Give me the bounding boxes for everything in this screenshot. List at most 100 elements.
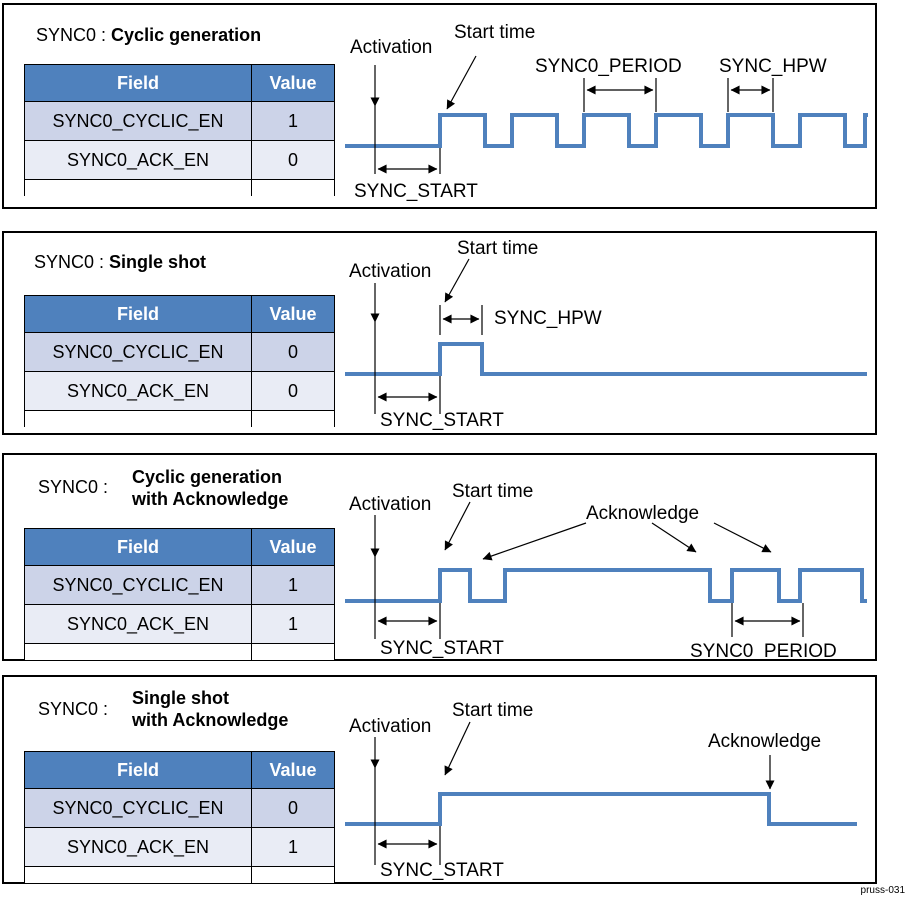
p2-field-value-table: Field Value SYNC0_CYCLIC_EN 0 SYNC0_ACK_… — [24, 295, 335, 427]
stub-cell — [24, 643, 252, 660]
value-cell: 1 — [251, 604, 335, 644]
value-cell: 0 — [251, 332, 335, 372]
p3-acknowledge-arrow-2 — [651, 522, 697, 553]
p3-title-bold-line2: with Acknowledge — [132, 489, 289, 509]
panel-cyclic-generation: SYNC0 : Cyclic generation Field Value SY… — [2, 3, 877, 209]
p1-field-value-table: Field Value SYNC0_CYCLIC_EN 1 SYNC0_ACK_… — [24, 64, 335, 196]
value-column-header: Value — [251, 528, 335, 566]
stub-cell — [251, 643, 335, 660]
p1-start-time-arrow — [446, 55, 477, 110]
field-cell: SYNC0_CYCLIC_EN — [24, 788, 252, 828]
p2-title-prefix: SYNC0 : — [34, 252, 105, 272]
stub-cell — [251, 866, 335, 883]
stub-cell — [24, 410, 252, 427]
p2-waveform-line — [345, 342, 867, 376]
p2-title: SYNC0 : Single shot — [34, 252, 206, 273]
p3-acknowledge-arrow-3 — [713, 522, 772, 553]
p4-title-bold-line1: Single shot — [132, 688, 230, 708]
sync0-period-label: SYNC0_PERIOD — [535, 56, 682, 77]
sync-hpw-label: SYNC_HPW — [494, 308, 602, 329]
p4-title-bold: Single shot with Acknowledge — [132, 687, 288, 731]
sync0-period-label: SYNC0_PERIOD — [690, 641, 837, 662]
table-header-row: Field Value — [24, 528, 335, 566]
table-row: SYNC0_ACK_EN 1 — [24, 827, 335, 867]
table-row: SYNC0_ACK_EN 1 — [24, 604, 335, 644]
start-time-label: Start time — [457, 238, 539, 259]
activation-label: Activation — [350, 37, 433, 58]
table-header-row: Field Value — [24, 295, 335, 333]
p3-title-bold-line1: Cyclic generation — [132, 467, 283, 487]
p4-title-prefix: SYNC0 : — [38, 699, 109, 719]
table-row: SYNC0_CYCLIC_EN 0 — [24, 788, 335, 828]
start-time-label: Start time — [454, 22, 536, 43]
p3-start-time-arrow — [444, 501, 471, 551]
p3-field-value-table: Field Value SYNC0_CYCLIC_EN 1 SYNC0_ACK_… — [24, 528, 335, 660]
p1-waveform-line — [345, 113, 868, 148]
field-cell: SYNC0_ACK_EN — [24, 371, 252, 411]
start-time-label: Start time — [452, 700, 534, 721]
sync-hpw-label: SYNC_HPW — [719, 56, 827, 77]
value-cell: 1 — [251, 101, 335, 141]
table-row: SYNC0_CYCLIC_EN 0 — [24, 332, 335, 372]
field-column-header: Field — [24, 751, 252, 789]
activation-label: Activation — [349, 716, 432, 737]
p3-waveform-svg — [345, 501, 867, 639]
sync-start-label: SYNC_START — [380, 410, 504, 431]
value-cell: 0 — [251, 788, 335, 828]
field-column-header: Field — [24, 528, 252, 566]
acknowledge-label: Acknowledge — [708, 731, 822, 752]
sync-start-label: SYNC_START — [354, 181, 478, 202]
p1-title: SYNC0 : Cyclic generation — [36, 25, 261, 46]
sync-start-label: SYNC_START — [380, 638, 504, 659]
stub-cell — [251, 410, 335, 427]
p2-waveform-svg — [345, 258, 867, 414]
field-cell: SYNC0_CYCLIC_EN — [24, 565, 252, 605]
p3-title-bold: Cyclic generation with Acknowledge — [132, 466, 288, 510]
stub-cell — [24, 866, 252, 883]
table-stub-row — [24, 179, 335, 196]
table-stub-row — [24, 410, 335, 427]
p2-title-bold: Single shot — [109, 252, 207, 272]
stub-cell — [251, 179, 335, 196]
p4-waveform-line — [345, 792, 857, 826]
p3-title-prefix: SYNC0 : — [38, 477, 109, 497]
p4-title-bold-line2: with Acknowledge — [132, 710, 289, 730]
field-cell: SYNC0_ACK_EN — [24, 140, 252, 180]
table-header-row: Field Value — [24, 751, 335, 789]
p1-title-bold: Cyclic generation — [111, 25, 262, 45]
value-column-header: Value — [251, 751, 335, 789]
value-cell: 1 — [251, 827, 335, 867]
field-column-header: Field — [24, 295, 252, 333]
panel-single-shot-with-acknowledge: SYNC0 : Single shot with Acknowledge Fie… — [2, 675, 877, 884]
p4-waveform-svg — [345, 721, 857, 865]
p3-waveform-line — [345, 568, 867, 603]
field-cell: SYNC0_CYCLIC_EN — [24, 101, 252, 141]
value-cell: 1 — [251, 565, 335, 605]
field-column-header: Field — [24, 64, 252, 102]
value-cell: 0 — [251, 371, 335, 411]
panel-single-shot: SYNC0 : Single shot Field Value SYNC0_CY… — [2, 231, 877, 435]
p4-field-value-table: Field Value SYNC0_CYCLIC_EN 0 SYNC0_ACK_… — [24, 751, 335, 883]
value-cell: 0 — [251, 140, 335, 180]
value-column-header: Value — [251, 295, 335, 333]
table-stub-row — [24, 866, 335, 883]
table-row: SYNC0_CYCLIC_EN 1 — [24, 565, 335, 605]
value-column-header: Value — [251, 64, 335, 102]
activation-label: Activation — [349, 494, 432, 515]
stub-cell — [24, 179, 252, 196]
start-time-label: Start time — [452, 481, 534, 502]
field-cell: SYNC0_ACK_EN — [24, 604, 252, 644]
p2-start-time-arrow — [444, 258, 470, 303]
p1-title-prefix: SYNC0 : — [36, 25, 107, 45]
figure-id-label: pruss-031 — [860, 885, 905, 896]
field-cell: SYNC0_CYCLIC_EN — [24, 332, 252, 372]
activation-label: Activation — [349, 261, 432, 282]
table-row: SYNC0_CYCLIC_EN 1 — [24, 101, 335, 141]
p1-waveform-svg — [345, 55, 868, 174]
panel-cyclic-generation-with-acknowledge: SYNC0 : Cyclic generation with Acknowled… — [2, 453, 877, 661]
p4-start-time-arrow — [444, 721, 471, 776]
p3-acknowledge-arrow-1 — [482, 522, 587, 561]
table-row: SYNC0_ACK_EN 0 — [24, 371, 335, 411]
table-stub-row — [24, 643, 335, 660]
